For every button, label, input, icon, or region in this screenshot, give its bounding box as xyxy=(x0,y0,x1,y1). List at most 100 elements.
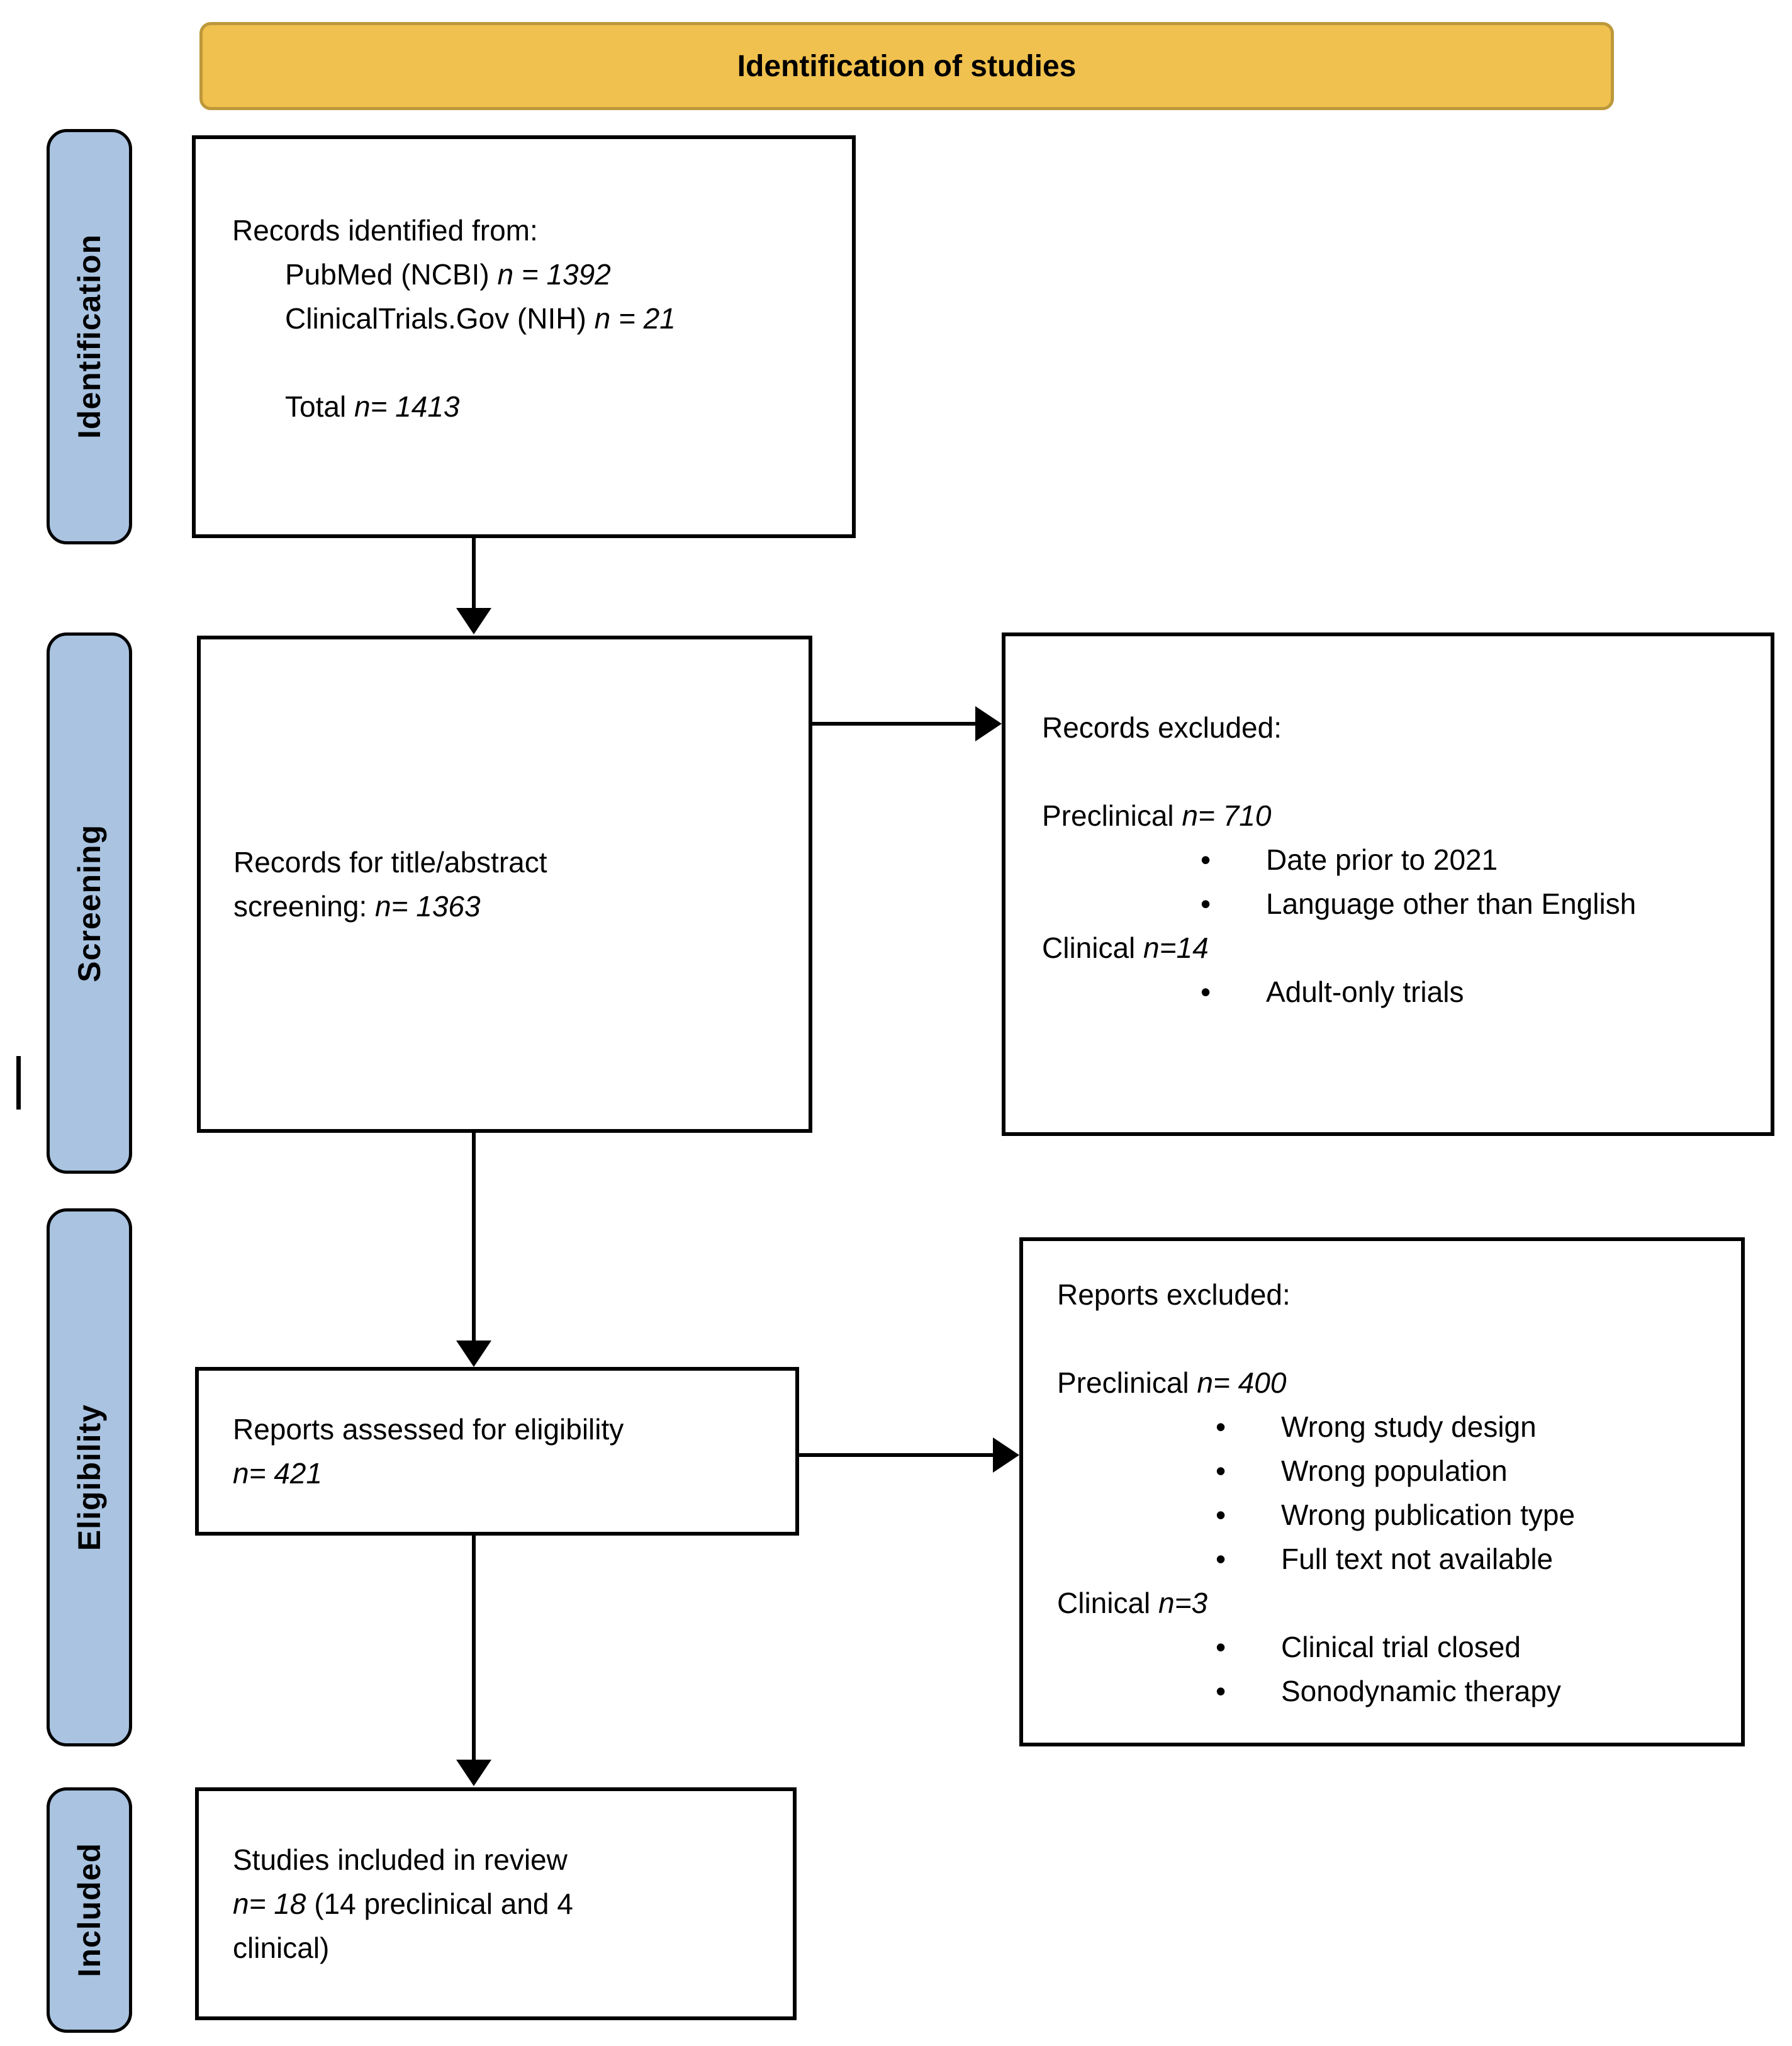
bullet-line: • Sonodynamic therapy xyxy=(1057,1669,1722,1713)
text-segment: n= 710 xyxy=(1182,799,1272,832)
text-segment: Date prior to 2021 xyxy=(1266,843,1498,876)
stage-label-included: Included xyxy=(47,1787,132,2033)
text-segment: Wrong population xyxy=(1281,1454,1508,1487)
text-segment: Wrong study design xyxy=(1281,1410,1537,1443)
text-line: Records for title/abstract xyxy=(233,840,809,884)
text-segment: Records for title/abstract xyxy=(233,846,547,879)
arrow-shaft xyxy=(472,538,476,610)
arrow-screening-to-records-excluded xyxy=(812,706,1002,741)
bullet-dot: • xyxy=(1216,1631,1226,1663)
stage-label-identification: Identification xyxy=(47,129,132,544)
text-segment: Reports assessed for eligibility xyxy=(233,1413,624,1446)
text-segment: n= 400 xyxy=(1197,1366,1287,1399)
stray-mark xyxy=(16,1056,21,1110)
text-line: screening: n= 1363 xyxy=(233,884,809,928)
arrow-down-head xyxy=(456,1760,491,1786)
arrow-eligibility-to-reports-excluded xyxy=(799,1437,1019,1473)
arrow-eligibility-to-included xyxy=(456,1536,491,1786)
text-segment: n= 18 xyxy=(233,1887,315,1920)
text-segment: (14 preclinical and 4 xyxy=(314,1887,573,1920)
text-line: Records excluded: xyxy=(1042,705,1752,750)
text-segment: n= 421 xyxy=(233,1457,322,1490)
bullet-dot: • xyxy=(1201,887,1211,920)
box-reports-excluded: Reports excluded:Preclinical n= 400•Wron… xyxy=(1019,1237,1745,1746)
text-line: Reports assessed for eligibility xyxy=(233,1407,795,1451)
arrow-shaft xyxy=(472,1133,476,1343)
text-segment: Preclinical xyxy=(1042,799,1182,832)
bullet-line: • Wrong publication type xyxy=(1057,1493,1722,1537)
arrow-shaft xyxy=(472,1536,476,1762)
bullet-line: • Adult-only trials xyxy=(1042,970,1752,1014)
text-line: clinical) xyxy=(233,1926,793,1970)
text-segment: PubMed (NCBI) xyxy=(285,258,498,291)
arrow-shaft xyxy=(799,1453,995,1457)
text-segment: Sonodynamic therapy xyxy=(1281,1675,1561,1707)
bullet-dot: • xyxy=(1216,1675,1226,1707)
bullet-dot: • xyxy=(1216,1498,1226,1531)
bullet-line: •Wrong study design xyxy=(1057,1405,1722,1449)
stage-label-identification-text: Identification xyxy=(72,234,107,439)
bullet-dot: • xyxy=(1216,1543,1226,1575)
text-line: Total n= 1413 xyxy=(232,385,827,429)
bullet-dot: • xyxy=(1201,843,1211,876)
box-records-identified: Records identified from: PubMed (NCBI) n … xyxy=(192,135,856,538)
text-segment: n=3 xyxy=(1158,1587,1208,1619)
text-segment: n = 21 xyxy=(594,302,676,335)
bullet-dot: • xyxy=(1216,1454,1226,1487)
text-line: Preclinical n= 400 xyxy=(1057,1361,1722,1405)
arrow-right-head xyxy=(993,1437,1019,1473)
header-title: Identification of studies xyxy=(737,49,1077,83)
text-line: Records identified from: xyxy=(232,208,827,252)
text-line xyxy=(1057,1317,1722,1361)
arrow-shaft xyxy=(812,722,978,726)
arrow-right-head xyxy=(975,706,1002,741)
box-records-excluded: Records excluded: Preclinical n= 710 • Date… xyxy=(1002,632,1774,1136)
text-segment: n= 1413 xyxy=(354,390,460,423)
text-line: Clinical n=14 xyxy=(1042,926,1752,970)
text-segment: Total xyxy=(285,390,354,423)
text-segment: Records excluded: xyxy=(1042,711,1282,744)
text-segment: Studies included in review xyxy=(233,1843,568,1876)
text-segment: screening: xyxy=(233,890,376,923)
stage-label-included-text: Included xyxy=(72,1843,107,1977)
stage-label-eligibility-text: Eligibility xyxy=(72,1403,107,1551)
text-segment: n= 1363 xyxy=(375,890,481,923)
text-line: ClinicalTrials.Gov (NIH) n = 21 xyxy=(232,296,827,340)
text-segment: Preclinical xyxy=(1057,1366,1197,1399)
stage-label-screening-text: Screening xyxy=(72,824,107,982)
header-banner: Identification of studies xyxy=(199,22,1614,110)
text-line: Preclinical n= 710 xyxy=(1042,794,1752,838)
box-title-abstract-screening: Records for title/abstract screening: n= … xyxy=(197,636,812,1133)
box-studies-included: Studies included in review n= 18 (14 prec… xyxy=(195,1787,797,2020)
stage-label-eligibility: Eligibility xyxy=(47,1208,132,1746)
bullet-line: •Clinical trial closed xyxy=(1057,1625,1722,1669)
text-line xyxy=(1042,750,1752,794)
text-line: n= 421 xyxy=(233,1451,795,1495)
bullet-line: • Date prior to 2021 xyxy=(1042,838,1752,882)
text-segment: Adult-only trials xyxy=(1266,975,1464,1008)
stage-label-screening: Screening xyxy=(47,632,132,1174)
text-segment: n = 1392 xyxy=(497,258,611,291)
text-segment: ClinicalTrials.Gov (NIH) xyxy=(285,302,595,335)
bullet-line: • Language other than English xyxy=(1042,882,1752,926)
text-line xyxy=(232,340,827,385)
text-segment: Reports excluded: xyxy=(1057,1278,1291,1311)
text-line: PubMed (NCBI) n = 1392 xyxy=(232,252,827,296)
text-line: Reports excluded: xyxy=(1057,1273,1722,1317)
arrow-screening-to-eligibility xyxy=(456,1133,491,1367)
text-segment: Full text not available xyxy=(1281,1543,1554,1575)
text-segment: Wrong publication type xyxy=(1281,1498,1576,1531)
text-segment: Language other than English xyxy=(1266,887,1637,920)
text-segment: Clinical xyxy=(1042,931,1144,964)
text-segment: clinical) xyxy=(233,1931,330,1964)
text-segment: Clinical xyxy=(1057,1587,1159,1619)
box-reports-assessed: Reports assessed for eligibility n= 421 xyxy=(195,1367,799,1536)
bullet-dot: • xyxy=(1201,975,1211,1008)
arrow-identified-to-screening xyxy=(456,538,491,634)
arrow-down-head xyxy=(456,1341,491,1367)
text-line: Clinical n=3 xyxy=(1057,1581,1722,1625)
text-line: Studies included in review xyxy=(233,1838,793,1882)
text-segment: n=14 xyxy=(1143,931,1209,964)
text-line: n= 18 (14 preclinical and 4 xyxy=(233,1882,793,1926)
text-segment: Records identified from: xyxy=(232,214,538,247)
